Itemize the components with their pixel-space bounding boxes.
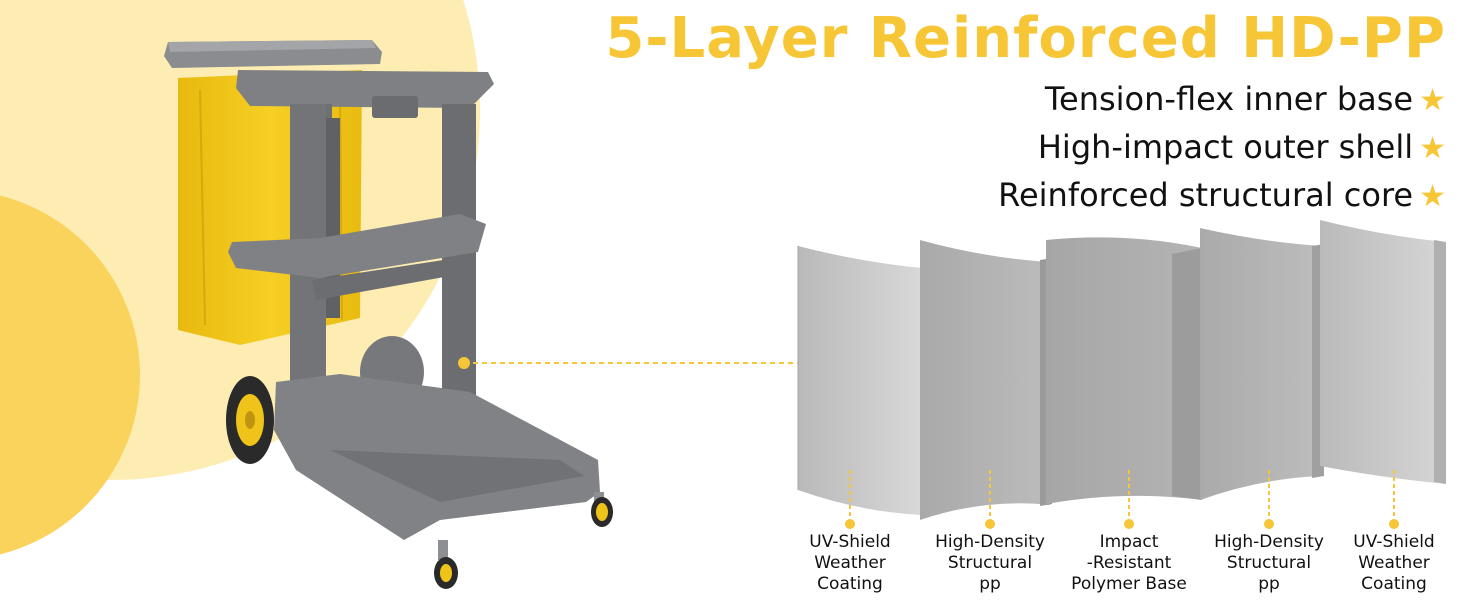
layer-label-line: Impact <box>1099 532 1159 552</box>
star-icon: ★ <box>1419 179 1446 214</box>
feature-item: Reinforced structural core★ <box>998 172 1446 220</box>
feature-text: Tension-flex inner base <box>1044 80 1414 118</box>
headline: 5-Layer Reinforced HD-PP <box>605 6 1446 71</box>
layer-panel-2 <box>920 240 1052 520</box>
star-icon: ★ <box>1419 131 1446 166</box>
layer-leaders <box>845 470 1399 529</box>
feature-text: Reinforced structural core <box>998 176 1414 214</box>
layer-label-3: Impact -Resistant Polymer Base <box>1054 532 1204 595</box>
layer-label-4: High-Density Structural pp <box>1194 532 1344 595</box>
layer-label-line: Polymer Base <box>1071 574 1187 594</box>
janitorial-cart-image <box>164 40 613 589</box>
layer-label-line: -Resistant <box>1086 553 1172 573</box>
layer-label-line: UV-Shield <box>809 532 891 552</box>
callout-dot-cart <box>458 357 470 369</box>
layer-label-line: High-Density <box>935 532 1045 552</box>
layer-label-2: High-Density Structural pp <box>915 532 1065 595</box>
layer-label-1: UV-Shield Weather Coating <box>775 532 925 595</box>
layer-label-line: UV-Shield <box>1353 532 1435 552</box>
layer-label-line: pp <box>1258 574 1280 594</box>
layer-label-5: UV-Shield Weather Coating <box>1319 532 1464 595</box>
layer-label-line: Weather <box>814 553 886 573</box>
layer-label-line: Coating <box>817 574 883 594</box>
feature-item: High-impact outer shell★ <box>998 124 1446 172</box>
layer-label-line: High-Density <box>1214 532 1324 552</box>
feature-item: Tension-flex inner base★ <box>998 76 1446 124</box>
layer-panel-5 <box>1320 220 1446 484</box>
feature-text: High-impact outer shell <box>1037 128 1414 166</box>
top-tray <box>236 70 494 108</box>
layer-label-line: pp <box>979 574 1001 594</box>
feature-list: Tension-flex inner base★ High-impact out… <box>998 76 1446 220</box>
middle-shelf <box>228 214 486 278</box>
layer-label-line: Structural <box>947 553 1033 573</box>
layer-panel-4 <box>1200 228 1324 500</box>
star-icon: ★ <box>1419 83 1446 118</box>
layer-label-line: Weather <box>1358 553 1430 573</box>
layer-label-line: Structural <box>1226 553 1312 573</box>
layer-label-line: Coating <box>1361 574 1427 594</box>
layer-panel-1 <box>797 246 922 515</box>
layer-panel-3 <box>1046 237 1202 505</box>
